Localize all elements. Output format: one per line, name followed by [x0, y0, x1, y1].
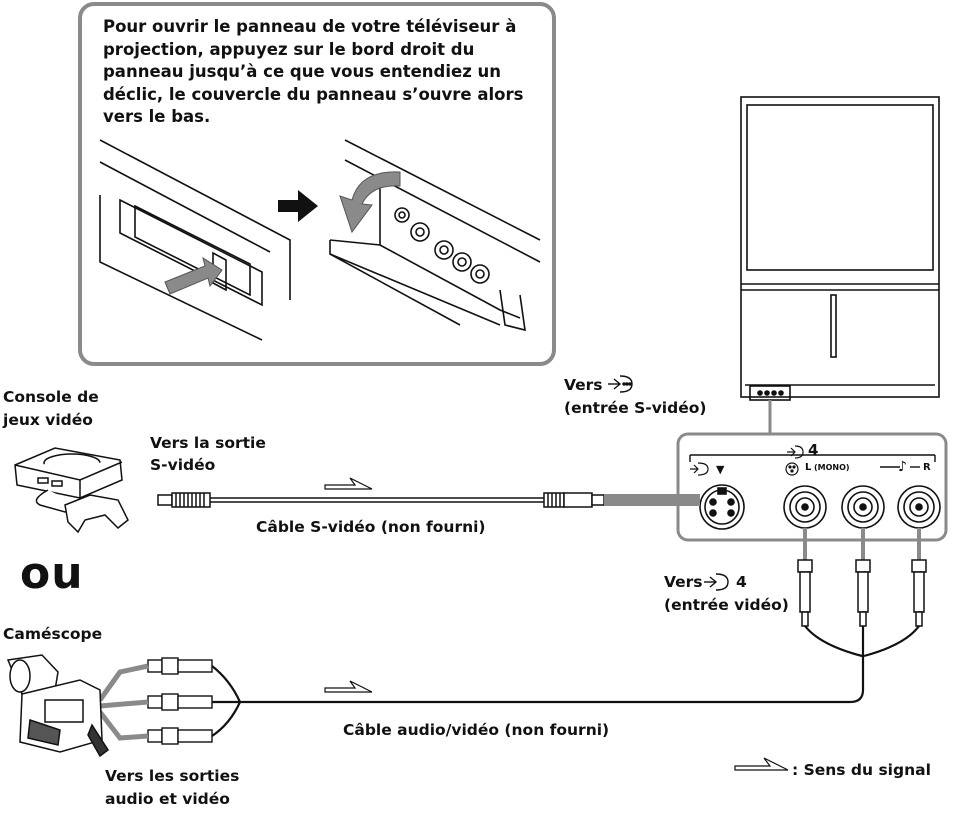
- panel-mono-label: (MONO): [814, 463, 850, 472]
- panel-svideo-input-icon: [690, 462, 709, 476]
- rca-plugs: [797, 528, 927, 627]
- signal-arrow-av: [324, 680, 373, 693]
- panel-input-number: 4: [808, 441, 819, 459]
- svideo-link-bar: [604, 494, 700, 506]
- svideo-jack: [699, 484, 745, 530]
- console-label-line2: jeux vidéo: [3, 411, 93, 429]
- video-input-icon: [704, 573, 729, 591]
- signal-arrow-svideo: [324, 477, 373, 490]
- vers-svideo-prefix: Vers: [564, 376, 603, 394]
- av-cable: [211, 625, 920, 737]
- arrow-right-icon: [278, 190, 318, 222]
- svideo-cable: [157, 492, 605, 508]
- instruction-text: Pour ouvrir le panneau de votre télévise…: [103, 17, 524, 126]
- panel-video-input-icon: [787, 445, 804, 459]
- vers-video-line2: (entrée vidéo): [664, 596, 789, 614]
- panel-closed-illustration: [99, 139, 291, 341]
- vers-video-number: 4: [736, 573, 747, 591]
- vers-sorties-line1: Vers les sorties: [105, 767, 240, 785]
- panel-lines: [689, 454, 936, 468]
- cable-svideo-label: Câble S-vidéo (non fourni): [256, 518, 486, 536]
- vers-video-prefix: Vers: [664, 573, 703, 591]
- console-label-line1: Console de: [3, 388, 99, 406]
- svideo-input-icon: [608, 375, 633, 393]
- ou-label: ou: [20, 548, 84, 599]
- game-console: [14, 447, 129, 534]
- panel-down-symbol: ▼: [716, 463, 725, 476]
- projection-tv: [740, 96, 940, 401]
- panel-right-label: R: [923, 462, 931, 473]
- push-arrow-icon: [164, 256, 223, 295]
- vers-sortie-line2: S-vidéo: [150, 456, 216, 474]
- curved-arrow-icon: [339, 171, 401, 234]
- vers-svideo-line2: (entrée S-vidéo): [564, 399, 707, 417]
- panel-video-jack-icon: [785, 462, 799, 476]
- rca-jacks: [783, 485, 941, 529]
- vers-sortie-line1: Vers la sortie: [150, 434, 266, 452]
- camcorder-links: [97, 663, 149, 741]
- camescope-label: Caméscope: [3, 625, 103, 643]
- signal-direction-arrow-icon: [734, 757, 789, 771]
- camcorder-plugs: [147, 657, 213, 745]
- vers-sorties-line2: audio et vidéo: [105, 790, 230, 808]
- panel-left-label: L: [805, 462, 812, 473]
- camcorder: [6, 654, 110, 758]
- legend-label: : Sens du signal: [792, 761, 931, 779]
- panel-note-symbol: ♪: [898, 459, 907, 475]
- cable-av-label: Câble audio/vidéo (non fourni): [343, 721, 610, 739]
